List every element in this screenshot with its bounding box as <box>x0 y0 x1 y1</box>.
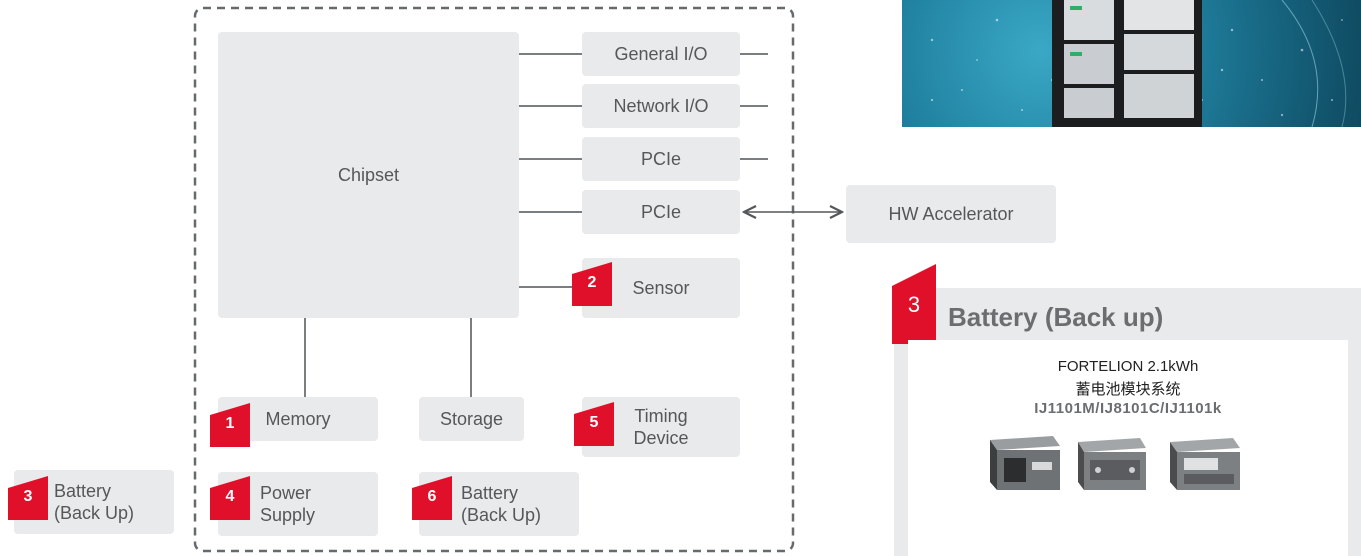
chipset-block: Chipset <box>218 32 519 318</box>
pcie-block-1: PCIe <box>582 137 740 181</box>
battery-module-2 <box>1078 438 1146 490</box>
badge-power: 4 <box>210 476 250 520</box>
server-hero-image <box>902 0 1361 127</box>
badge-battery-inner: 6 <box>412 476 452 520</box>
battery-module-3 <box>1170 438 1240 490</box>
pcie-block-2: PCIe <box>582 190 740 234</box>
battery-product-panel: 3 Battery (Back up) FORTELION 2.1kWh 蓄电池… <box>892 264 1361 556</box>
panel-title: Battery (Back up) <box>948 302 1164 332</box>
badge-panel: 3 <box>892 264 936 344</box>
badge-timing: 5 <box>574 402 614 446</box>
general-io-block: General I/O <box>582 32 740 76</box>
product-subtitle: 蓄电池模块系统 <box>1075 381 1181 398</box>
badge-memory: 1 <box>210 403 250 447</box>
system-boundary <box>193 6 795 553</box>
badge-sensor: 2 <box>572 262 612 306</box>
battery-module-1 <box>990 436 1060 490</box>
battery-modules-image <box>990 436 1240 490</box>
storage-block: Storage <box>419 397 524 441</box>
badge-battery-outer: 3 <box>8 476 48 520</box>
product-models: IJ1101M/IJ8101C/IJ1101k <box>1034 400 1222 417</box>
product-card: FORTELION 2.1kWh 蓄电池模块系统 IJ1101M/IJ8101C… <box>908 340 1348 556</box>
network-io-block: Network I/O <box>582 84 740 128</box>
product-name: FORTELION 2.1kWh <box>1057 358 1199 375</box>
hw-accelerator-block: HW Accelerator <box>846 185 1056 243</box>
server-rack-icon <box>1052 0 1202 127</box>
